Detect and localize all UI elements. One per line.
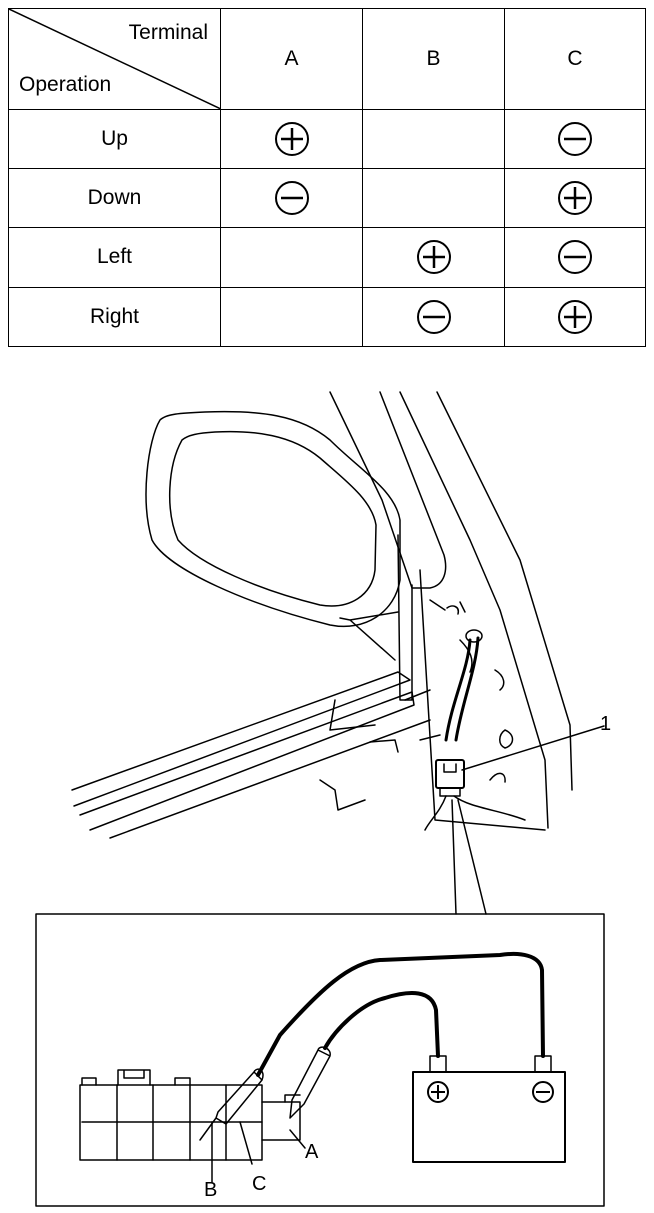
table-row: Left [8, 227, 646, 288]
table-corner-cell: Terminal Operation [8, 8, 221, 110]
probe-b [199, 1068, 264, 1141]
corner-diagonal-line [9, 9, 220, 109]
polarity-cell [504, 286, 646, 348]
door-rail [71, 671, 411, 807]
operation-label: Down [8, 167, 221, 229]
polarity-cell [220, 167, 363, 229]
mirror-housing [145, 410, 401, 628]
mirror-connector-illustration: 1 A B C [35, 391, 611, 1207]
connector-body [79, 1084, 301, 1161]
table-row: Right [8, 286, 646, 348]
polarity-cell [362, 227, 505, 288]
operation-label: Up [8, 108, 221, 169]
positive-lead [323, 991, 440, 1058]
table-header-row: Terminal Operation A B C [8, 8, 646, 110]
callout-label-1: 1 [600, 713, 611, 735]
battery-body [412, 1071, 566, 1163]
terminal-label-c: C [252, 1173, 266, 1195]
terminal-label-a: A [305, 1141, 319, 1163]
mirror-glass [168, 430, 377, 607]
plus-circle-icon [558, 181, 592, 216]
harness-cable [444, 636, 480, 742]
minus-circle-icon [274, 181, 309, 216]
polarity-cell [504, 108, 646, 169]
corner-operation-label: Operation [19, 72, 112, 96]
operation-label: Right [8, 286, 221, 348]
battery-plus-icon [427, 1081, 449, 1103]
mirror-base [339, 611, 399, 661]
polarity-cell [362, 167, 505, 229]
battery-minus-icon [532, 1081, 554, 1103]
terminal-label-b: B [204, 1179, 217, 1201]
inset-frame [35, 913, 605, 1207]
plus-circle-icon [274, 121, 309, 156]
plus-circle-icon [558, 299, 592, 334]
probe-a [289, 1046, 331, 1119]
terminal-operation-table: Terminal Operation A B C Up Down Left Ri… [8, 8, 646, 348]
minus-circle-icon [416, 299, 451, 334]
operation-label: Left [8, 227, 221, 288]
polarity-cell [362, 286, 505, 348]
callout-leader [461, 725, 605, 771]
zoom-leader [451, 799, 487, 915]
polarity-cell [220, 286, 363, 348]
door-connector [435, 759, 465, 789]
polarity-cell [504, 227, 646, 288]
table-row: Down [8, 167, 646, 229]
table-row: Up [8, 108, 646, 169]
corner-terminal-label: Terminal [128, 21, 208, 44]
column-header-c: C [504, 8, 646, 110]
polarity-cell [220, 227, 363, 288]
polarity-cell [220, 108, 363, 169]
minus-circle-icon [558, 121, 592, 156]
minus-circle-icon [558, 240, 592, 275]
polarity-cell [504, 167, 646, 229]
door-pillar [329, 391, 447, 589]
polarity-cell [362, 108, 505, 169]
battery-post-positive [429, 1055, 447, 1073]
column-header-b: B [362, 8, 505, 110]
plus-circle-icon [416, 240, 451, 275]
column-header-a: A [220, 8, 363, 110]
battery-post-negative [534, 1055, 552, 1073]
negative-lead [256, 951, 545, 1077]
